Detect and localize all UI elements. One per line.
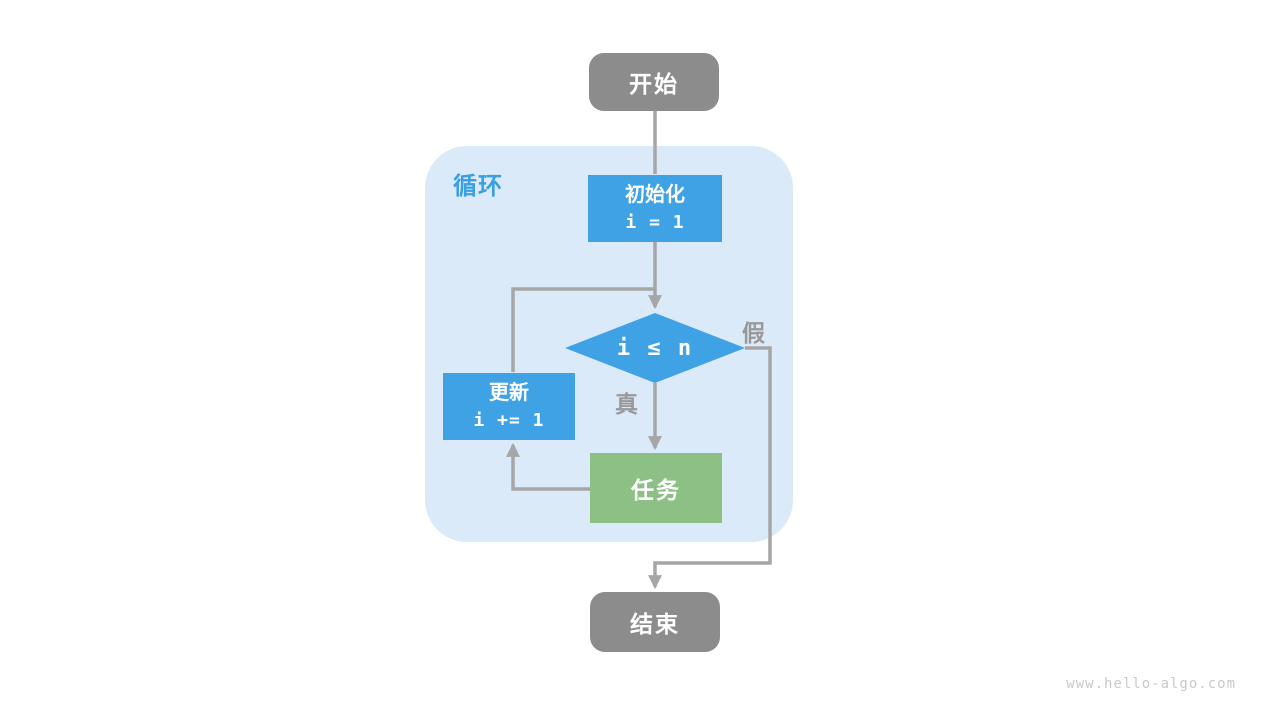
update-node-title: 更新 [489, 381, 529, 404]
true-branch-label: 真 [615, 391, 638, 417]
init-node-title: 初始化 [625, 183, 685, 206]
start-node: 开始 [589, 53, 719, 111]
update-node-code: i += 1 [473, 409, 545, 431]
init-node-code: i = 1 [625, 211, 685, 233]
start-node-label: 开始 [629, 71, 679, 97]
task-node-label: 任务 [631, 477, 681, 503]
false-branch-label: 假 [742, 320, 765, 346]
task-node: 任务 [590, 453, 722, 523]
update-node: 更新 i += 1 [443, 373, 575, 440]
condition-node-expr: i ≤ n [616, 335, 694, 361]
end-node: 结束 [590, 592, 720, 652]
init-node: 初始化 i = 1 [588, 175, 722, 242]
end-node-label: 结束 [630, 611, 680, 637]
loop-label: 循环 [453, 173, 503, 200]
watermark-text: www.hello-algo.com [1066, 676, 1236, 692]
